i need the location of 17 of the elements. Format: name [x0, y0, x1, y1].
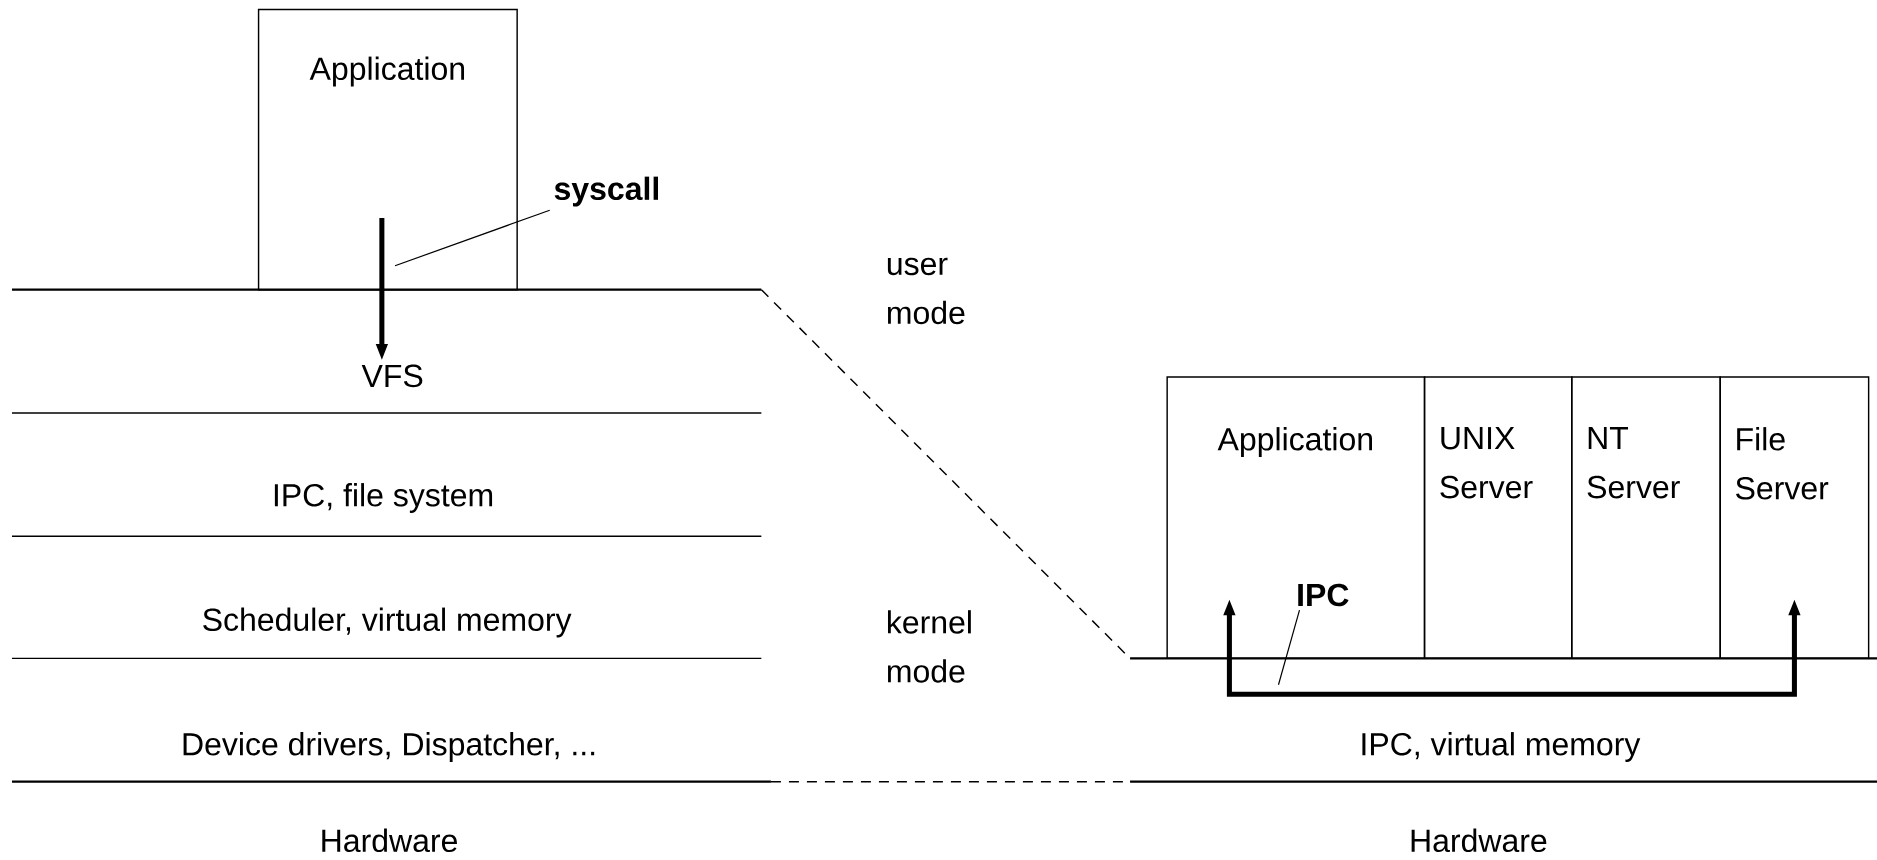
callout-label: syscall [554, 176, 658, 207]
layer-label: VFS [361, 364, 423, 388]
layer-label: Device drivers, Dispatcher, ... [183, 732, 595, 762]
component-box: UNIX Server [1423, 376, 1573, 660]
component-box: File Server [1719, 376, 1870, 660]
callout-label: IPC [1298, 583, 1349, 607]
component-box: Application [257, 8, 518, 291]
layer-label: IPC, virtual memory [1362, 732, 1641, 762]
hardware-label: Hardware [1411, 828, 1547, 853]
mode-label: kernel mode [887, 610, 971, 683]
leader-line [394, 209, 551, 267]
hardware-label: Hardware [322, 828, 457, 853]
layer-label: IPC, file system [274, 483, 493, 513]
mode-label: user mode [887, 257, 965, 325]
layer-label: Scheduler, virtual memory [203, 607, 572, 638]
component-box: NT Server [1571, 376, 1721, 660]
leader-line [1277, 609, 1301, 686]
